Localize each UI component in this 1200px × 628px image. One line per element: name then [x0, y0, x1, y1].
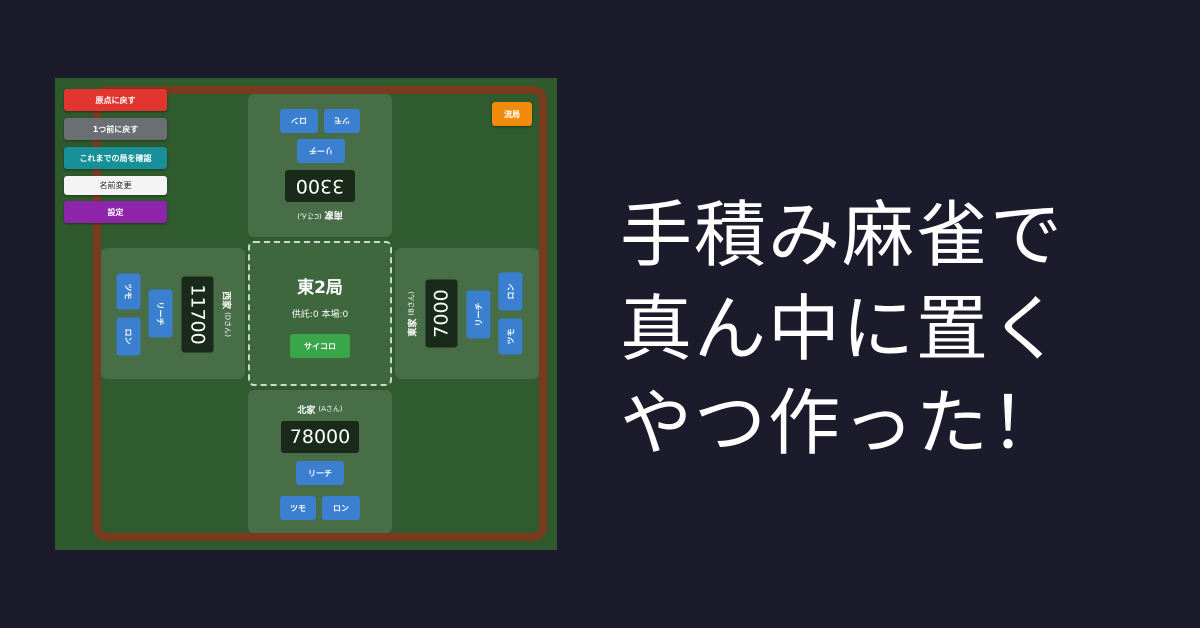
- round-label: 東2局: [297, 278, 343, 298]
- headline-line-2: 真ん中に置く: [620, 287, 1065, 371]
- table-felt: [101, 94, 539, 533]
- seat-label: 東家: [408, 318, 418, 337]
- app-screenshot: 原点に戻す 1つ前に戻す これまでの局を確認 名前変更 設定 流局 南家 (Cさ…: [55, 78, 557, 550]
- headline: 手積み麻雀で 真ん中に置く やつ作った！: [620, 188, 1180, 470]
- player-label: (Bさん): [407, 291, 416, 316]
- draw-button[interactable]: 流局: [492, 102, 532, 126]
- headline-line-1: 手積み麻雀で: [620, 193, 1065, 277]
- riichi-button-north[interactable]: リーチ: [296, 461, 344, 485]
- ron-button-south[interactable]: ロン: [280, 109, 318, 133]
- score-display-south: 3300: [284, 169, 356, 203]
- dice-button[interactable]: サイコロ: [290, 334, 350, 358]
- headline-line-3: やつ作った！: [620, 381, 1065, 465]
- reset-to-start-button[interactable]: 原点に戻す: [64, 89, 167, 111]
- seat-label: 南家: [324, 209, 343, 220]
- player-name-east: 東家 (Bさん): [405, 249, 419, 380]
- player-name-west: 西家 (Dさん): [221, 249, 235, 380]
- player-label: (Cさん): [297, 212, 322, 220]
- settings-button[interactable]: 設定: [64, 201, 167, 223]
- tsumo-button-north[interactable]: ツモ: [280, 496, 316, 520]
- player-panel-north: 北家 (Aさん) 78000 リーチ ツモ ロン: [248, 390, 392, 533]
- deposit-count: 供託:0: [291, 310, 319, 320]
- player-panel-west: 西家 (Dさん) 11700 リーチ ツモ ロン: [101, 248, 245, 379]
- undo-button[interactable]: 1つ前に戻す: [64, 118, 167, 140]
- score-display-east: 7000: [424, 278, 459, 349]
- player-name-south: 南家 (Cさん): [248, 209, 392, 223]
- ron-button-west[interactable]: ロン: [116, 317, 141, 356]
- seat-label: 北家: [297, 405, 316, 416]
- riichi-button-south[interactable]: リーチ: [297, 139, 345, 163]
- player-name-north: 北家 (Aさん): [248, 402, 392, 416]
- ron-button-east[interactable]: ロン: [498, 272, 523, 311]
- seat-label: 西家: [221, 291, 231, 310]
- score-display-west: 11700: [180, 275, 215, 354]
- history-button[interactable]: これまでの局を確認: [64, 147, 167, 169]
- tsumo-button-east[interactable]: ツモ: [498, 318, 523, 355]
- riichi-button-west[interactable]: リーチ: [148, 289, 173, 338]
- player-label: (Dさん): [223, 312, 232, 337]
- score-display-north: 78000: [280, 420, 360, 454]
- riichi-button-east[interactable]: リーチ: [466, 290, 491, 339]
- player-panel-east: 東家 (Bさん) 7000 リーチ ツモ ロン: [395, 248, 539, 379]
- counters: 供託:0 本場:0: [250, 307, 390, 320]
- ron-button-north[interactable]: ロン: [322, 496, 360, 520]
- rename-button[interactable]: 名前変更: [64, 176, 167, 195]
- center-panel: 東2局 供託:0 本場:0 サイコロ: [248, 241, 392, 386]
- player-panel-south: 南家 (Cさん) 3300 リーチ ツモ ロン: [248, 94, 392, 237]
- table-rim: [93, 86, 547, 541]
- player-label: (Aさん): [318, 405, 343, 413]
- tsumo-button-south[interactable]: ツモ: [324, 109, 360, 133]
- tsumo-button-west[interactable]: ツモ: [116, 273, 141, 310]
- honba-count: 本場:0: [321, 310, 349, 320]
